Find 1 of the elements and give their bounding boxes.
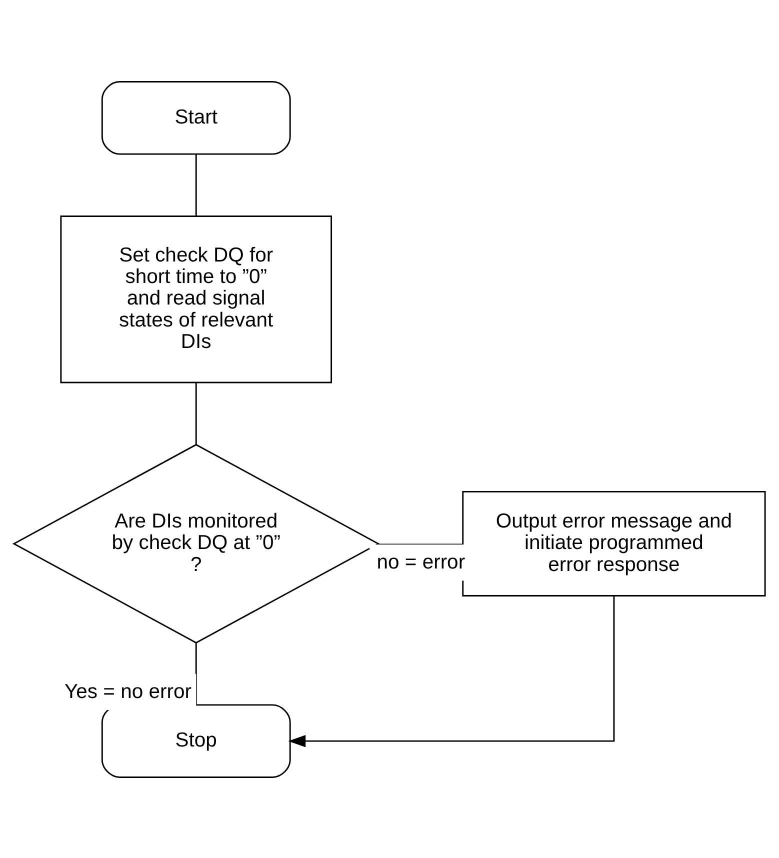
edge-label: Yes = no error bbox=[64, 680, 192, 702]
